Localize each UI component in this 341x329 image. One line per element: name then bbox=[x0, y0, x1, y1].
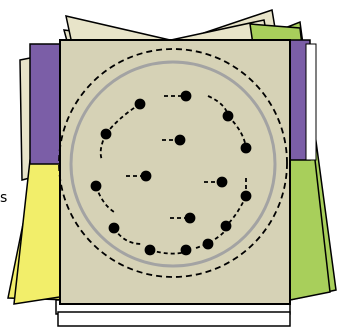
dot bbox=[142, 172, 151, 181]
dot bbox=[182, 92, 191, 101]
dot bbox=[204, 240, 213, 249]
bottom-sheet-2 bbox=[58, 312, 290, 326]
white-strip-right bbox=[306, 44, 316, 160]
dot bbox=[136, 100, 145, 109]
edge-glyph-text: s bbox=[0, 190, 7, 206]
dot bbox=[222, 222, 231, 231]
dot bbox=[176, 136, 185, 145]
dot bbox=[242, 144, 251, 153]
dot bbox=[218, 178, 227, 187]
dot bbox=[186, 214, 195, 223]
dot bbox=[182, 246, 191, 255]
